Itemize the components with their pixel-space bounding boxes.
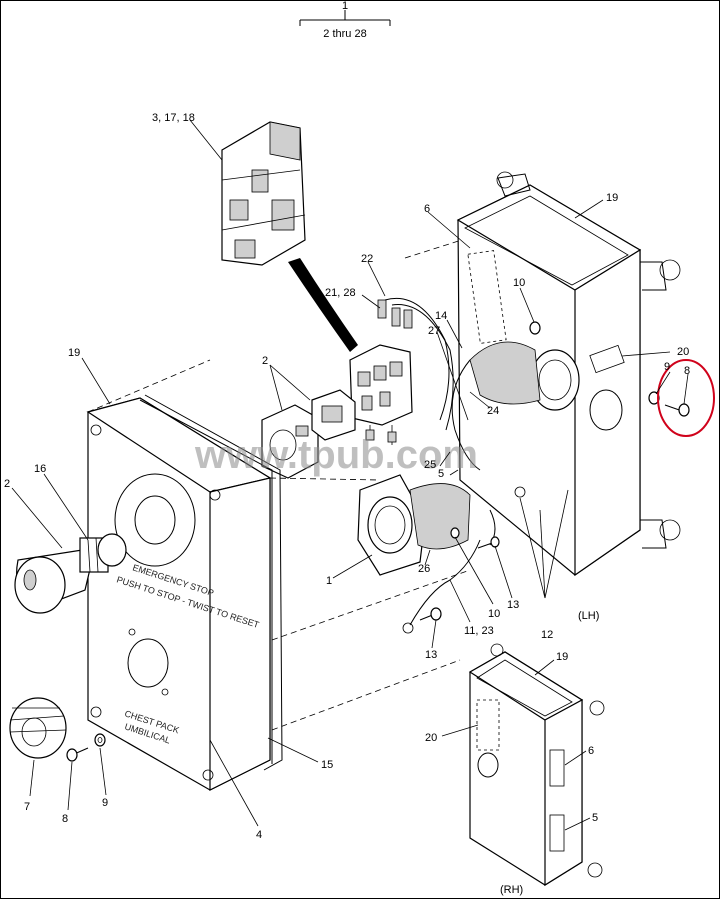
switch-block [221, 121, 306, 266]
rear-connector [451, 341, 580, 471]
callout-25: 25 [424, 459, 436, 471]
watermark-text: www.tpub.com [194, 433, 478, 477]
emergency-stop-knob [14, 533, 127, 614]
callout-19-rh: 19 [556, 651, 568, 663]
callout-26: 26 [418, 563, 430, 575]
contact-module [261, 389, 356, 479]
callout-13-right: 13 [507, 599, 519, 611]
callout-4: 4 [256, 829, 262, 841]
callout-15: 15 [321, 759, 333, 771]
callout-8-left: 8 [62, 813, 68, 825]
callout-12: 12 [541, 629, 553, 641]
header-index-number: 1 [342, 0, 348, 12]
rear-box-rh [468, 643, 605, 887]
gasket [144, 394, 283, 771]
screw-10 [529, 321, 541, 335]
ground-leads [402, 486, 526, 634]
label-rh: (RH) [500, 884, 523, 896]
callout-3-17-18: 3, 17, 18 [152, 112, 195, 124]
callout-13-left: 13 [425, 649, 437, 661]
callout-16: 16 [34, 463, 46, 475]
leader-lines [11, 119, 689, 831]
callout-10-top: 10 [513, 277, 525, 289]
callout-20-rh: 20 [425, 732, 437, 744]
callout-24: 24 [487, 405, 499, 417]
callout-2-knob: 2 [4, 478, 10, 490]
label-lh: (LH) [578, 610, 599, 622]
wire-leads [377, 297, 454, 431]
callout-9-right: 9 [664, 361, 670, 373]
callout-19-front: 19 [68, 347, 80, 359]
callout-19-lh: 19 [606, 192, 618, 204]
callout-1: 1 [326, 575, 332, 587]
assembly-arrow [288, 258, 358, 352]
callout-10-bottom: 10 [488, 608, 500, 620]
screw-and-washer [66, 733, 106, 762]
front-connector [357, 474, 471, 576]
callout-14: 14 [435, 310, 447, 322]
callout-6-rh: 6 [588, 745, 594, 757]
callout-7: 7 [24, 801, 30, 813]
callout-5-lh: 5 [438, 468, 444, 480]
callout-21-28: 21, 28 [325, 287, 356, 299]
header-range-text: 2 thru 28 [323, 28, 366, 40]
header-bracket [299, 10, 391, 26]
callout-27: 27 [428, 325, 440, 337]
callout-8-right: 8 [684, 365, 690, 377]
callout-2-module: 2 [262, 355, 268, 367]
alignment-lines [87, 237, 471, 731]
callout-9-left: 9 [102, 797, 108, 809]
callout-20-lh: 20 [677, 346, 689, 358]
front-panel-box [86, 397, 273, 791]
callout-11-23: 11, 23 [464, 625, 494, 637]
relay-block [349, 344, 413, 445]
highlight-circle [657, 359, 715, 437]
callout-6-lh: 6 [424, 203, 430, 215]
callout-5-rh: 5 [592, 812, 598, 824]
right-screw-washer [648, 391, 690, 417]
reset-knob [9, 697, 67, 759]
callout-22: 22 [361, 253, 373, 265]
